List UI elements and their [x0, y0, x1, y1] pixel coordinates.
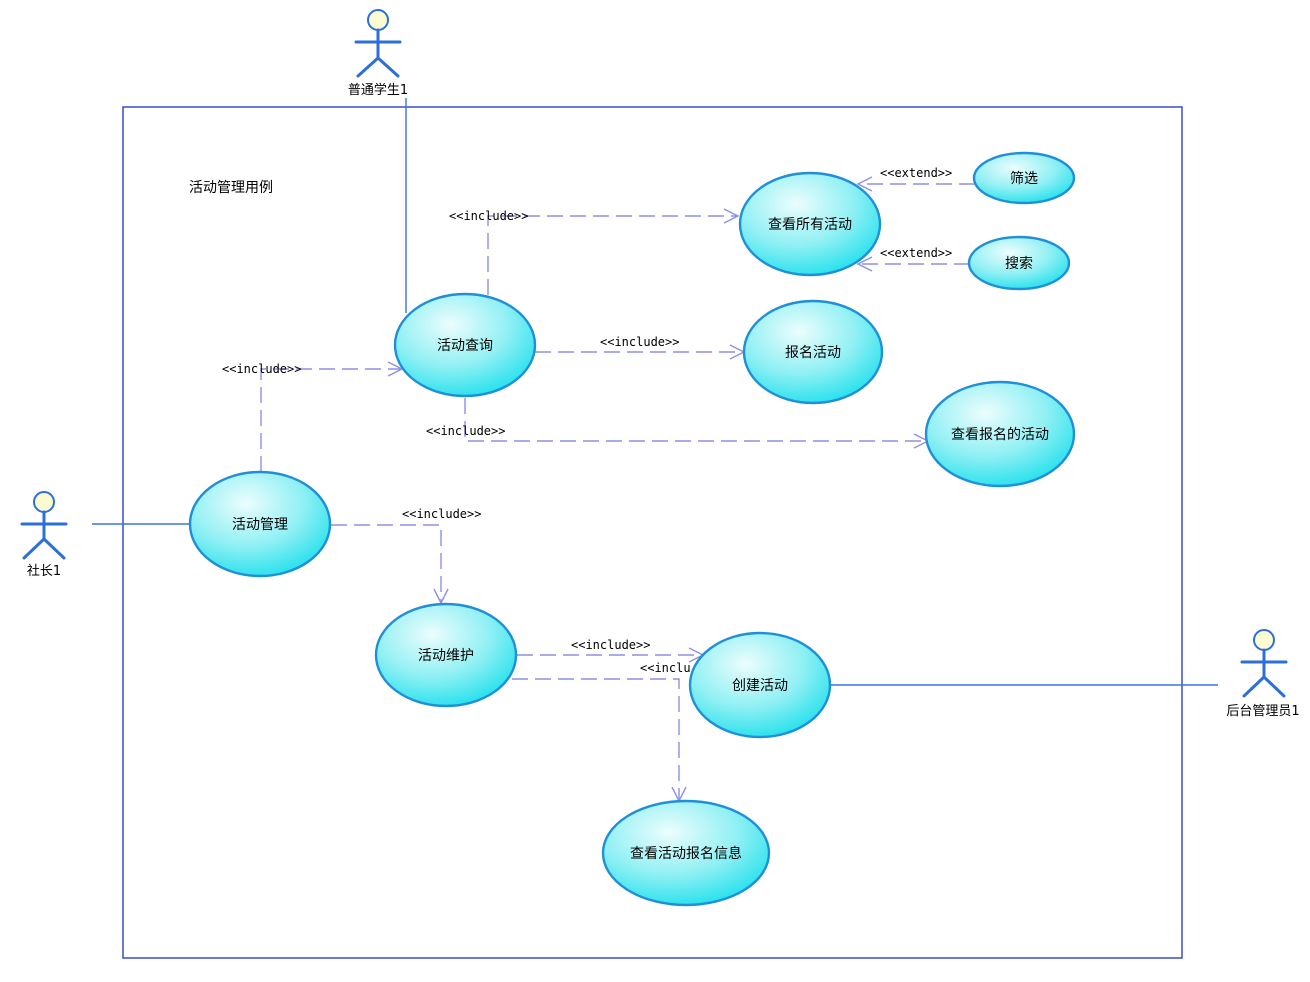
use-case-register-activity[interactable]: 报名活动: [742, 299, 884, 405]
use-case-label: 查看活动报名信息: [630, 845, 742, 862]
use-case-search[interactable]: 搜索: [967, 235, 1071, 291]
include-manage-query-label: <<include>>: [222, 362, 301, 376]
include-query-viewall-dependency[interactable]: [487, 208, 740, 295]
extend-filter-label: <<extend>>: [880, 166, 952, 180]
use-case-label: 活动维护: [418, 648, 474, 664]
system-title: 活动管理用例: [189, 180, 273, 196]
include-query-viewall-label: <<include>>: [449, 209, 528, 223]
include-maintain-viewreginfo-label: <<inclu: [640, 661, 691, 675]
use-case-view-registered-activities[interactable]: 查看报名的活动: [924, 380, 1076, 488]
use-case-label: 查看所有活动: [768, 217, 852, 233]
include-maintain-viewreginfo-dependency[interactable]: [512, 678, 687, 803]
actor-label: 普通学生1: [348, 82, 408, 98]
use-case-label: 活动管理: [232, 517, 288, 533]
include-manage-maintain-dependency[interactable]: [331, 524, 449, 605]
actor-head-icon: [33, 491, 55, 513]
extend-search-dependency[interactable]: [856, 256, 970, 272]
use-case-filter[interactable]: 筛选: [972, 151, 1076, 205]
actor-student[interactable]: 普通学生1: [348, 9, 408, 98]
use-case-label: 报名活动: [785, 345, 841, 361]
include-manage-query-dependency[interactable]: [260, 361, 404, 472]
extend-search-label: <<extend>>: [880, 246, 952, 260]
actor-admin[interactable]: 后台管理员1: [1226, 629, 1300, 719]
use-case-activity-maintenance[interactable]: 活动维护: [374, 602, 518, 708]
include-maintain-create-label: <<include>>: [571, 638, 650, 652]
actor-label: 后台管理员1: [1226, 704, 1299, 719]
actor-label: 社长1: [27, 563, 61, 579]
use-case-activity-query[interactable]: 活动查询: [393, 292, 537, 398]
include-query-viewregistered-dependency[interactable]: [464, 398, 930, 449]
use-case-label: 筛选: [1010, 171, 1038, 187]
actor-president[interactable]: 社长1: [20, 491, 68, 579]
use-case-create-activity[interactable]: 创建活动: [688, 631, 832, 739]
include-query-viewregistered-label: <<include>>: [426, 424, 505, 438]
include-manage-maintain-label: <<include>>: [402, 507, 481, 521]
actor-head-icon: [1253, 629, 1275, 651]
use-case-label: 搜索: [1005, 255, 1033, 272]
use-case-activity-management[interactable]: 活动管理: [188, 470, 332, 578]
use-case-view-registration-info[interactable]: 查看活动报名信息: [601, 799, 771, 907]
system-boundary[interactable]: [122, 106, 1183, 959]
include-query-register-label: <<include>>: [600, 335, 679, 349]
use-case-label: 创建活动: [732, 678, 788, 694]
use-case-label: 查看报名的活动: [951, 427, 1049, 443]
use-case-view-all-activities[interactable]: 查看所有活动: [738, 171, 882, 277]
actor-head-icon: [367, 9, 389, 31]
use-case-label: 活动查询: [437, 338, 493, 354]
extend-filter-dependency[interactable]: [856, 176, 975, 192]
